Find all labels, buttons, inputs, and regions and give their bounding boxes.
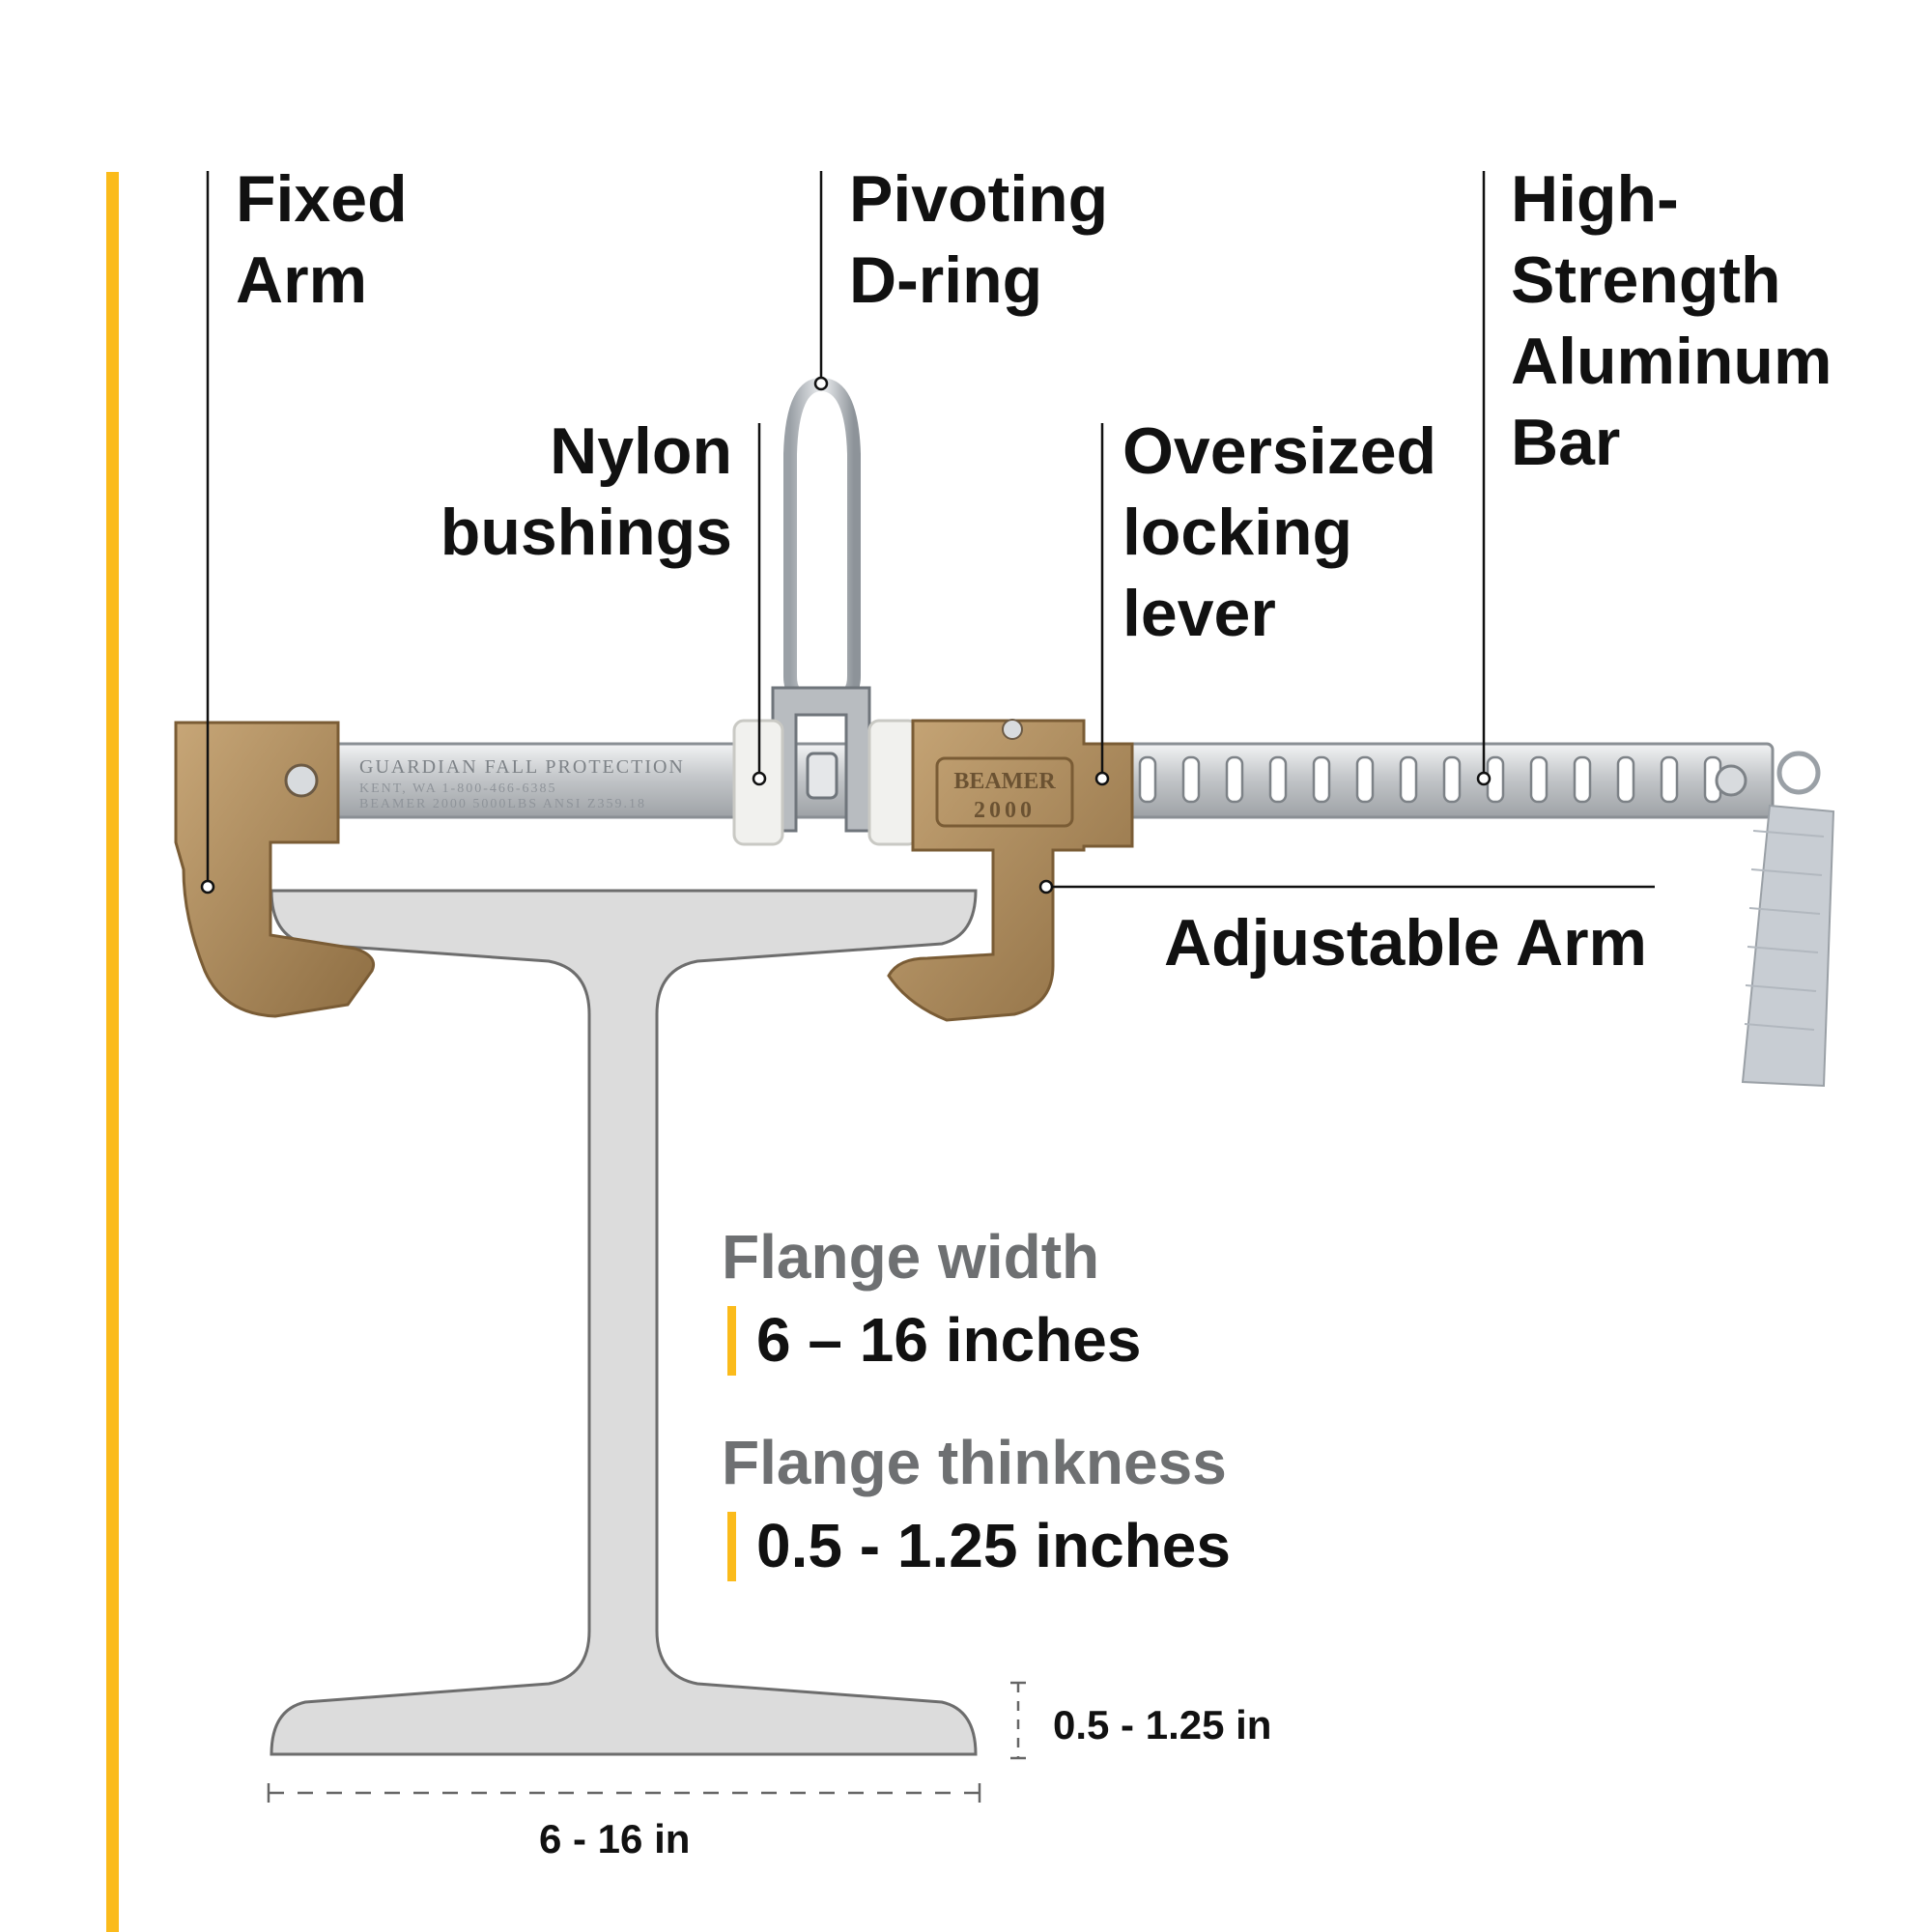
- label-pivoting-dring: Pivoting D-ring: [849, 162, 1109, 317]
- beamer-plate: [935, 756, 1074, 828]
- flange-thickness-value: 0.5 - 1.25 inches: [727, 1510, 1231, 1581]
- flange-width-value: 6 – 16 inches: [727, 1304, 1141, 1376]
- plate-text-line1: BEAMER: [953, 769, 1056, 794]
- label-high-strength-bar: High- Strength Aluminum Bar: [1511, 162, 1833, 479]
- flange-thickness-title: Flange thinkness: [722, 1428, 1227, 1497]
- bar-end-bolt: [1715, 764, 1747, 797]
- flange-width-title: Flange width: [722, 1222, 1100, 1292]
- bar-text-line1: GUARDIAN FALL PROTECTION: [359, 756, 685, 778]
- tag-ring: [1776, 751, 1821, 795]
- adjustable-arm: [887, 719, 1134, 1022]
- adjustment-slots: [1138, 755, 1722, 804]
- dimension-width-label: 6 - 16 in: [539, 1816, 691, 1861]
- label-fixed-arm: Fixed Arm: [236, 162, 408, 317]
- label-adjustable-arm: Adjustable Arm: [1164, 906, 1648, 980]
- accent-bar: [106, 172, 119, 1932]
- label-nylon-bushings: Nylon bushings: [440, 414, 732, 569]
- d-ring: [783, 377, 861, 704]
- plate-text-line2: 2000: [974, 798, 1036, 823]
- fixed-arm: [174, 721, 376, 1018]
- label-locking-lever: Oversized locking lever: [1122, 414, 1437, 650]
- warning-tag: [1741, 804, 1835, 1088]
- bar-text-line2: KENT, WA 1-800-466-6385: [359, 781, 557, 796]
- i-beam: [270, 889, 978, 1756]
- fixed-arm-bolt: [284, 763, 319, 798]
- nylon-bushing-right: [867, 719, 920, 846]
- dimension-thickness-label: 0.5 - 1.25 in: [1053, 1702, 1272, 1747]
- bar-text-line3: BEAMER 2000 5000LBS ANSI Z359.18: [359, 797, 646, 811]
